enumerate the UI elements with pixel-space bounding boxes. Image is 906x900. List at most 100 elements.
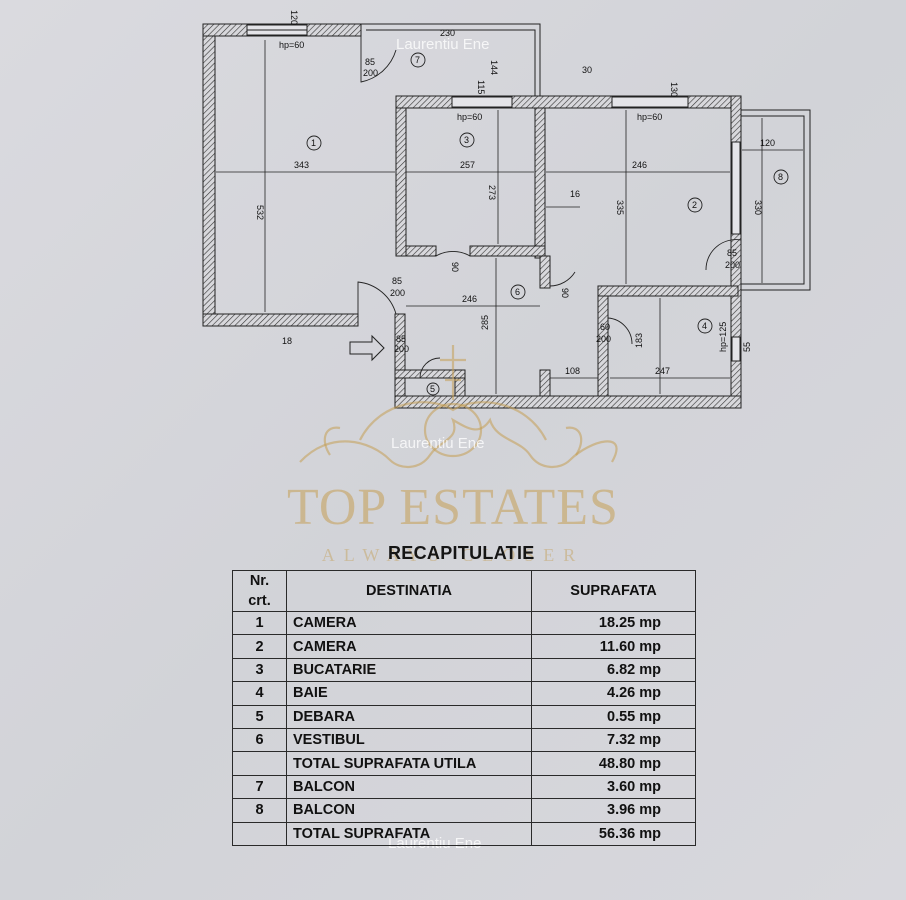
table-row: 2 CAMERA 11.60 mp (232, 634, 696, 659)
row-nr: 7 (232, 774, 287, 800)
row-destination: BALCON (285, 798, 533, 823)
dim-room3-height: 273 (487, 185, 497, 200)
dim-130-top: 130 (669, 82, 679, 97)
row-destination: BALCON (285, 774, 533, 800)
header-destination: DESTINATIA (285, 570, 533, 612)
room-number-2: 2 (692, 200, 697, 210)
row-area: 56.36 mp (531, 821, 696, 846)
row-destination: CAMERA (285, 634, 533, 659)
dim-balcony7-width: 230 (440, 28, 455, 38)
row-nr: 4 (232, 681, 287, 706)
row-destination: VESTIBUL (285, 727, 533, 753)
hp-room2: hp=60 (637, 112, 662, 122)
brand-logo-ornament (299, 345, 618, 468)
row-nr: 8 (232, 798, 287, 823)
row-destination: BAIE (285, 681, 533, 706)
entry-door-h: 200 (394, 344, 409, 354)
room-numbers: 1 2 3 4 5 6 7 8 (311, 55, 783, 394)
row-area: 0.55 mp (531, 704, 696, 729)
row-nr: 2 (232, 634, 287, 659)
dim-30: 30 (582, 65, 592, 75)
dim-room6-height: 285 (480, 315, 490, 330)
door3-w: 90 (450, 262, 460, 272)
row-area: 11.60 mp (531, 634, 696, 659)
row-area: 3.60 mp (531, 774, 696, 800)
row-area: 3.96 mp (531, 798, 696, 823)
table-row: 4 BAIE 4.26 mp (232, 681, 696, 706)
room-number-1: 1 (311, 138, 316, 148)
room-number-8: 8 (778, 172, 783, 182)
windows (246, 24, 741, 362)
table-row: 1 CAMERA 18.25 mp (232, 610, 696, 636)
row-area: 7.32 mp (531, 727, 696, 753)
door2-h: 200 (725, 260, 740, 270)
dim-18: 18 (282, 336, 292, 346)
room-number-7: 7 (415, 55, 420, 65)
dim-room6-width: 246 (462, 294, 477, 304)
entrance-arrow-icon (349, 334, 385, 362)
header-area: SUPRAFATA (531, 570, 696, 612)
table-row-total-useful: TOTAL SUPRAFATA UTILA 48.80 mp (232, 751, 696, 776)
brand-logo-text: TOP ESTATES (287, 479, 619, 536)
header-nr: Nr. crt. (232, 570, 287, 612)
hp-room1: hp=60 (279, 40, 304, 50)
dimension-labels: 343 532 257 273 246 335 246 285 247 183 … (255, 10, 775, 376)
room-number-3: 3 (464, 135, 469, 145)
door1-w: 85 (392, 276, 402, 286)
dim-room2-height: 335 (615, 200, 625, 215)
door4-w: 60 (600, 322, 610, 332)
row-area: 6.82 mp (531, 657, 696, 683)
door7-w: 85 (365, 57, 375, 67)
dim-room1-width: 343 (294, 160, 309, 170)
recap-table: Nr. crt. DESTINATIA SUPRAFATA 1 CAMERA 1… (232, 570, 696, 846)
row-nr: 6 (232, 727, 287, 753)
dim-room4-height: 183 (634, 333, 644, 348)
row-destination: DEBARA (285, 704, 533, 729)
row-destination: TOTAL SUPRAFATA UTILA (285, 751, 533, 776)
table-row: 3 BUCATARIE 6.82 mp (232, 657, 696, 683)
table-header-row: Nr. crt. DESTINATIA SUPRAFATA (232, 570, 696, 612)
hp-room4: hp=125 (718, 322, 728, 352)
hp-room3: hp=60 (457, 112, 482, 122)
balconies (361, 23, 811, 291)
dim-108: 108 (565, 366, 580, 376)
dim-16: 16 (570, 189, 580, 199)
row-nr (232, 751, 287, 776)
door1-h: 200 (390, 288, 405, 298)
brand-logo-subtitle: ALWAYS CLOSER (321, 545, 585, 565)
dim-room2-width: 246 (632, 160, 647, 170)
row-nr: 5 (232, 704, 287, 729)
dim-room1-height: 532 (255, 205, 265, 220)
room-number-5: 5 (430, 384, 435, 394)
doors (357, 36, 742, 379)
dim-balcony8-width: 120 (760, 138, 775, 148)
row-nr: 3 (232, 657, 287, 683)
room-number-6: 6 (515, 287, 520, 297)
table-row: 6 VESTIBUL 7.32 mp (232, 727, 696, 753)
table-row: 5 DEBARA 0.55 mp (232, 704, 696, 729)
row-area: 48.80 mp (531, 751, 696, 776)
dim-balcony7-height: 144 (489, 60, 499, 75)
door2-w: 85 (727, 248, 737, 258)
table-row-total: TOTAL SUPRAFATA 56.36 mp (232, 821, 696, 846)
door7-h: 200 (363, 68, 378, 78)
recap-title: RECAPITULATIE (388, 543, 535, 563)
table-row: 7 BALCON 3.60 mp (232, 774, 696, 800)
door4-h: 200 (596, 334, 611, 344)
row-destination: TOTAL SUPRAFATA (285, 821, 533, 846)
walls (202, 23, 742, 409)
dim-balcony8-height: 330 (753, 200, 763, 215)
table-row: 8 BALCON 3.96 mp (232, 798, 696, 823)
dimension-lines (216, 40, 803, 394)
dim-room3-width: 257 (460, 160, 475, 170)
dim-120-top: 120 (289, 10, 299, 25)
row-nr: 1 (232, 610, 287, 636)
door6-w: 90 (560, 288, 570, 298)
row-destination: CAMERA (285, 610, 533, 636)
room-markers (306, 52, 789, 396)
row-area: 18.25 mp (531, 610, 696, 636)
dim-115: 115 (476, 80, 486, 94)
room-number-4: 4 (702, 321, 707, 331)
row-nr (232, 821, 287, 846)
dim-room4-width: 247 (655, 366, 670, 376)
